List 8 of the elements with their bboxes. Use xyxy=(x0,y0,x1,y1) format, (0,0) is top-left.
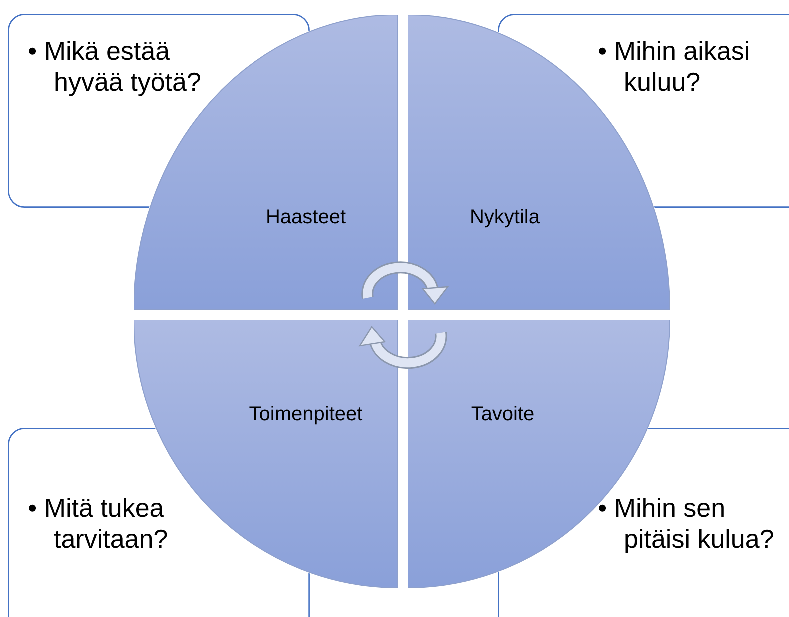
bullet-text: • Mikä estää hyvää työtä? xyxy=(28,36,202,98)
quadrant-label: Nykytila xyxy=(470,206,540,230)
quadrant-label: Toimenpiteet xyxy=(249,404,363,426)
bullet-text: • Mihin sen pitäisi kulua? xyxy=(598,493,776,555)
bullet-text: • Mitä tukea tarvitaan? xyxy=(28,493,170,555)
quadrant-label: Tavoite xyxy=(471,404,535,426)
quadrant-label: Haasteet xyxy=(266,206,346,230)
bullet-text: • Mihin aikasi kuluu? xyxy=(598,36,752,98)
